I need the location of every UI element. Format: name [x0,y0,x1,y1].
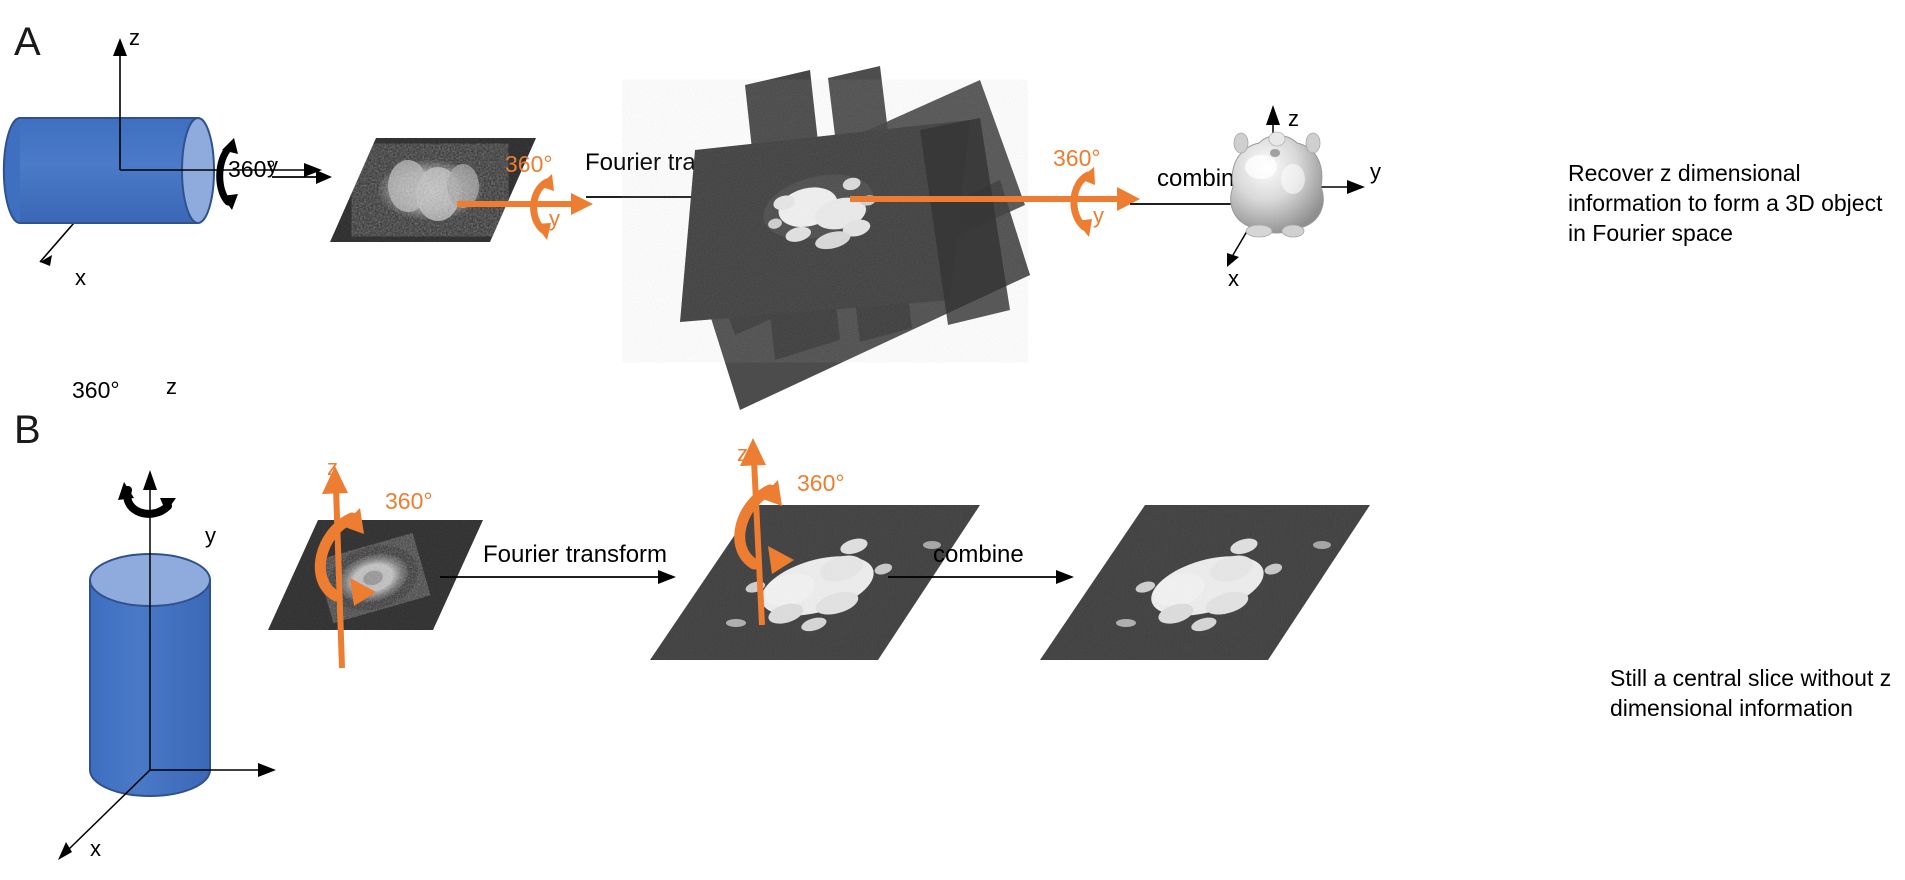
panel-a-axis-x-label: x [75,265,86,290]
panel-b-fourier-slice [650,505,980,660]
panel-b-projection-image [268,520,483,630]
panel-b-axis-x-label: x [90,836,101,861]
panel-a-object-rotation-label: 360° [228,156,276,182]
panel-a-fourier-axis-y-label: y [1093,203,1104,228]
panel-a-axis-z-label: z [129,25,140,50]
panel-a-fourier-rotation-arrow [850,167,1140,237]
panel-a-axis-y-label: y [267,153,278,178]
panel-a-projection-rotation-label: 360° [505,151,553,177]
panel-b-object-cylinder [58,470,276,860]
panel-b-fourier-transform-label: Fourier transform [483,541,668,568]
panel-b-letter: B [14,408,41,452]
panel-b-combine-label: combine [933,541,1024,568]
panel-b-object-rotation-label: 360° [72,377,120,403]
panel-b-axis-z-label: z [166,374,177,399]
panel-a-caption: Recover z dimensional information to for… [1568,160,1883,246]
panel-a-letter: A [14,20,41,64]
panel-a-object-cylinder [2,38,322,266]
panel-b-fourier-rotation-label: 360° [797,470,845,496]
panel-a-result-axis-y-label: y [1370,159,1381,184]
panel-a-result-axis-x-label: x [1228,266,1239,291]
panel-a-projection-rotation-arrow [457,174,593,240]
panel-b-axis-y-label: y [205,523,216,548]
panel-b-caption: Still a central slice without z dimensio… [1610,665,1892,721]
panel-b-projection-rotation-arrow [314,466,376,669]
panel-a-projection-image [330,138,536,242]
panel-b-arrow-fourier-transform [440,570,676,584]
panel-b-result-slice [1040,505,1370,660]
panel-a-result-axis-z-label: z [1288,106,1299,131]
panel-b-projection-rotation-label: 360° [385,488,433,514]
panel-a-reconstruction-3d-object [1227,105,1365,267]
panel-a-arrow-object-to-projection [272,170,332,184]
panel-b-projection-axis-z-label: z [327,455,338,480]
panel-b-arrow-combine [888,570,1074,584]
panel-a-fourier-rotation-label: 360° [1053,145,1101,171]
panel-b-fourier-axis-z-label: z [737,441,748,466]
panel-b-fourier-rotation-arrow [734,438,794,626]
panel-a-fourier-planes-stack [680,66,1030,410]
panel-a-projection-axis-y-label: y [549,206,560,231]
